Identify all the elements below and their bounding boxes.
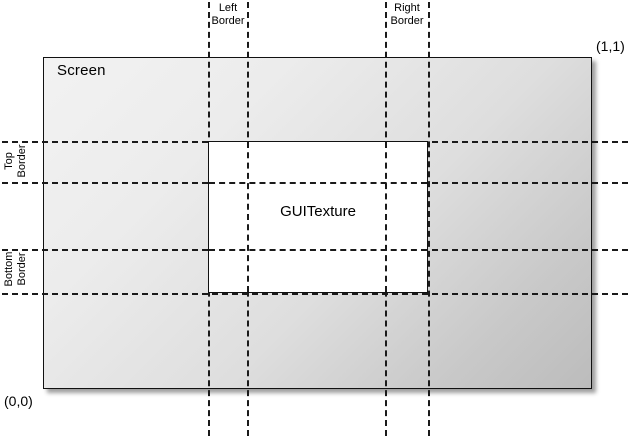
bottom-border-label: Bottom Border [3, 251, 28, 287]
left-border-label: Left Border [211, 2, 245, 27]
corner-label-top-right: (1,1) [596, 38, 625, 54]
vertical-guide-right-outer [428, 2, 430, 436]
vertical-guide-right-inner-overlay [385, 142, 387, 292]
horizontal-guide-top-inner-overlay [209, 182, 427, 184]
right-border-label: Right Border [390, 2, 424, 27]
top-border-label: Top Border [3, 144, 28, 178]
corner-label-bottom-left: (0,0) [4, 393, 33, 409]
horizontal-guide-bottom-outer [2, 293, 628, 295]
screen-label: Screen [57, 62, 106, 79]
vertical-guide-left-outer-overlay [247, 142, 249, 292]
guitexture-label: GUITexture [280, 203, 356, 220]
guitexture-rectangle [208, 141, 428, 293]
horizontal-guide-bottom-inner-overlay [209, 249, 427, 251]
